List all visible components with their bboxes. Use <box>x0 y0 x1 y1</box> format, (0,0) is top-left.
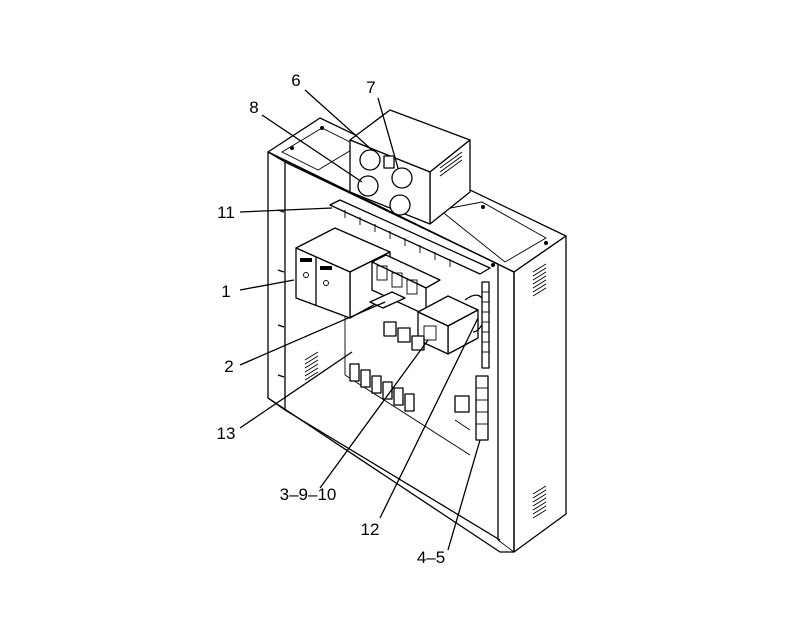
callout-labels: 6 7 8 11 1 2 13 3–9–10 12 4–5 <box>217 71 446 567</box>
knob-8 <box>357 175 379 197</box>
side-vent-top <box>532 263 547 297</box>
label-2: 2 <box>224 357 233 376</box>
label-1: 1 <box>221 282 230 301</box>
label-7: 7 <box>366 78 375 97</box>
fuse-board <box>349 363 471 431</box>
cabinet-left-side <box>267 151 286 411</box>
terminal-rail <box>475 281 490 441</box>
knob-lower <box>389 194 411 216</box>
label-13: 13 <box>217 424 236 443</box>
leader-lines <box>239 89 481 551</box>
terminal-strip <box>329 199 491 275</box>
interior-vent <box>304 351 319 381</box>
relay-block <box>369 254 441 316</box>
side-vent-bottom <box>532 485 547 519</box>
bracket-2 <box>369 291 406 309</box>
label-3-9-10: 3–9–10 <box>280 485 337 504</box>
label-4-5: 4–5 <box>417 548 445 567</box>
label-8: 8 <box>249 98 258 117</box>
cabinet-bottom-edge <box>267 397 514 553</box>
label-12: 12 <box>361 520 380 539</box>
label-6: 6 <box>291 71 300 90</box>
knob-6 <box>359 149 381 171</box>
label-11: 11 <box>217 203 235 222</box>
small-relays <box>383 321 425 351</box>
contactor <box>417 294 488 355</box>
knob-7 <box>391 167 413 189</box>
selector-switch <box>383 155 395 169</box>
control-box <box>349 109 471 225</box>
